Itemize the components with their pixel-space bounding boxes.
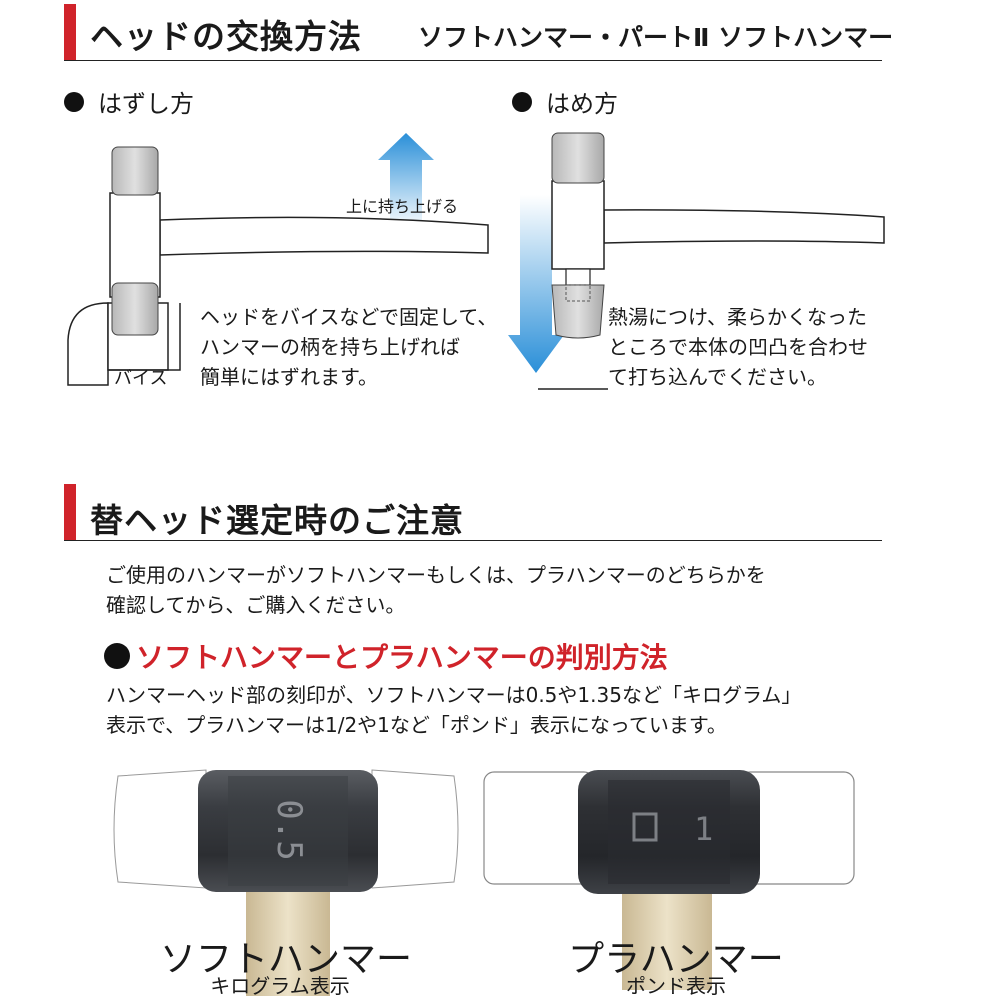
- plastic-hammer-caption: プラハンマー: [568, 939, 784, 980]
- selection-intro: ご使用のハンマーがソフトハンマーもしくは、プラハンマーのどちらかを 確認してから…: [106, 563, 766, 617]
- removal-heading: はずし方: [64, 84, 194, 119]
- section-marker: [64, 4, 76, 60]
- bullet-icon: [512, 91, 532, 112]
- plastic-stamp: 1: [694, 810, 713, 848]
- removal-illustration: [67, 133, 489, 386]
- plastic-hammer-image: 1: [483, 770, 855, 990]
- soft-hammer-image: 0.5: [113, 769, 459, 996]
- lift-label: 上に持ち上げる: [346, 197, 459, 216]
- distinguish-explanation: ハンマーヘッド部の刻印が、ソフトハンマーは0.5や1.35など「キログラム」 表…: [106, 683, 802, 737]
- product-name: ソフトハンマー・パートⅡ ソフトハンマー: [418, 23, 894, 52]
- section-marker: [64, 484, 76, 540]
- removal-instructions: ヘッドをバイスなどで固定して、 ハンマーの柄を持ち上げれば 簡単にはずれます。: [200, 305, 498, 389]
- vise-label: バイス: [114, 368, 168, 389]
- section-divider: [64, 60, 882, 61]
- attach-heading: はめ方: [512, 84, 618, 119]
- distinguish-heading: ソフトハンマーとプラハンマーの判別方法: [104, 636, 668, 676]
- section-title-head-selection: 替ヘッド選定時のご注意: [90, 501, 464, 540]
- soft-stamp: 0.5: [269, 799, 309, 860]
- bullet-icon: [64, 91, 84, 112]
- soft-hammer-caption: ソフトハンマー: [160, 939, 413, 980]
- section-title-head-exchange: ヘッドの交換方法: [90, 17, 362, 56]
- soft-hammer-unit: キログラム表示: [210, 974, 350, 998]
- bullet-icon: [104, 643, 130, 669]
- plastic-hammer-unit: ポンド表示: [626, 974, 726, 998]
- attach-instructions: 熱湯につけ、柔らかくなった ところで本体の凹凸を合わせ て打ち込んでください。: [608, 305, 868, 389]
- attach-illustration: [508, 132, 885, 390]
- section-divider: [64, 540, 882, 541]
